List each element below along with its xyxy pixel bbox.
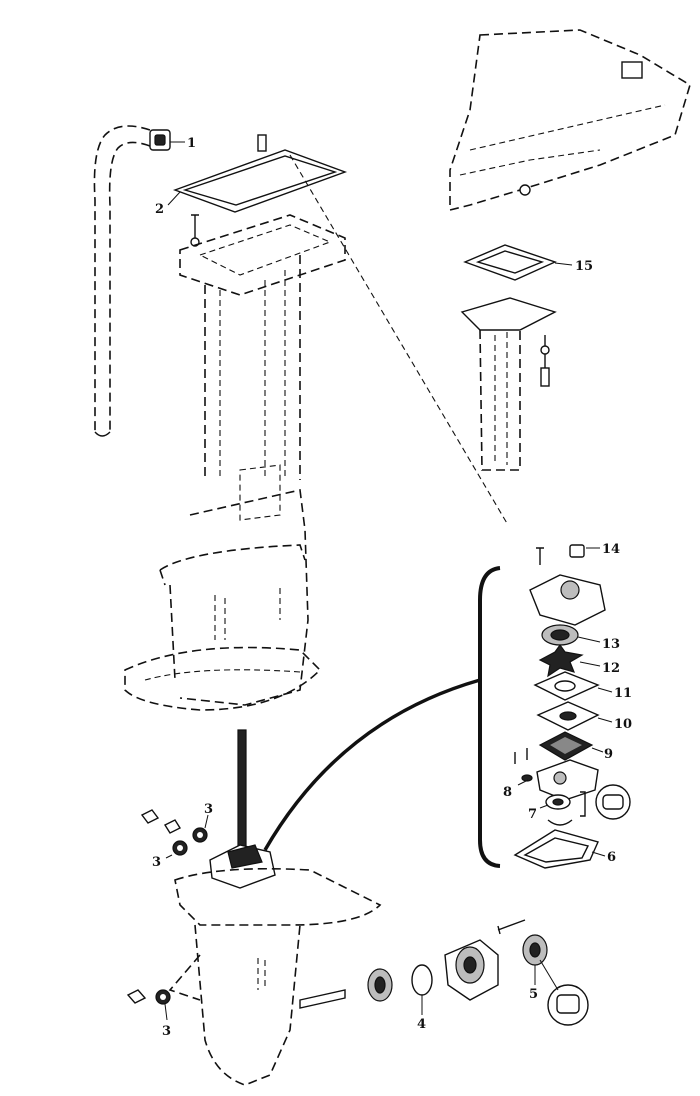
callout-5: 5 (529, 987, 538, 1002)
callout-14: 14 (602, 542, 620, 557)
water-hose (93, 125, 151, 437)
pump-case-part-8 (517, 759, 599, 801)
engine-cowl (449, 29, 691, 212)
callout-12: 12 (602, 661, 620, 676)
o-ring-part-4 (411, 964, 433, 1015)
exhaust-tube (460, 297, 557, 471)
callout-6: 6 (607, 850, 616, 865)
washer-part-3-lower (126, 989, 171, 1021)
callout-7: 7 (528, 807, 537, 822)
callout-3-upper: 3 (204, 802, 213, 817)
part-14 (569, 544, 585, 558)
grommet-part-1 (149, 129, 185, 151)
gasket-part-10 (536, 701, 613, 731)
gasket-part-6 (513, 829, 606, 869)
impeller-part-12 (538, 643, 601, 678)
pump-housing-assembly (529, 544, 606, 626)
callout-4: 4 (417, 1017, 426, 1032)
gearcase (168, 729, 382, 1086)
pump-bracket (478, 566, 501, 868)
callout-10: 10 (614, 717, 632, 732)
plate-part-11 (533, 671, 613, 701)
impeller-liner-part-13 (541, 624, 601, 646)
plate-part-9 (514, 731, 604, 764)
callout-3-left: 3 (152, 855, 161, 870)
drive-shaft-housing (124, 134, 348, 711)
gasket-part-2 (172, 149, 348, 213)
washer-part-3-left (140, 809, 188, 859)
callout-15: 15 (575, 259, 593, 274)
callout-1: 1 (187, 136, 196, 151)
callout-13: 13 (602, 637, 620, 652)
pump-curve-leader (263, 678, 481, 851)
callout-11: 11 (614, 686, 632, 701)
callout-9: 9 (604, 747, 613, 762)
seal-part-5 (522, 934, 589, 1026)
seal-part-7 (539, 784, 631, 826)
assembly-leader-line (289, 154, 509, 526)
callout-2: 2 (155, 202, 164, 217)
bearing-carrier (444, 919, 526, 1001)
callout-8: 8 (503, 785, 512, 800)
gasket-part-15 (463, 244, 573, 281)
callout-3-lower: 3 (162, 1024, 171, 1039)
bearing-carrier-bearing (367, 968, 393, 1002)
washer-part-3-upper (192, 814, 209, 843)
